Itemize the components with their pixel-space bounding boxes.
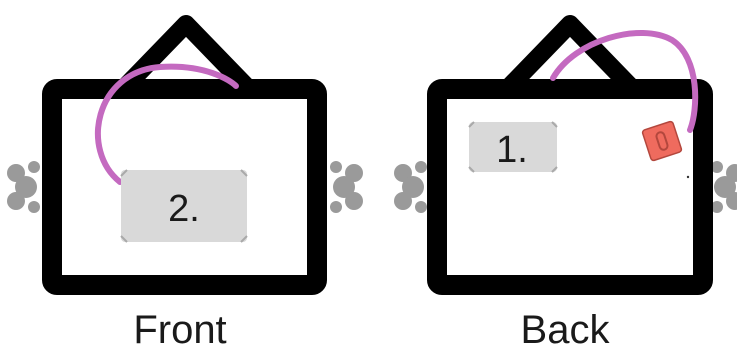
front-wire bbox=[94, 63, 239, 185]
back-frame bbox=[427, 79, 713, 295]
front-tag: 2. bbox=[120, 169, 248, 243]
back-panel: 1. Back bbox=[394, 15, 737, 347]
back-dot bbox=[686, 175, 690, 179]
back-clip-icon bbox=[641, 120, 683, 162]
back-tag: 1. bbox=[468, 121, 558, 173]
front-tag-number: 2. bbox=[168, 188, 200, 230]
front-panel: 2. Front bbox=[7, 15, 363, 347]
back-hanger bbox=[499, 15, 641, 97]
back-tag-number: 1. bbox=[496, 129, 528, 171]
back-right-ornament-icon bbox=[711, 161, 737, 213]
back-left-ornament-icon bbox=[394, 161, 427, 213]
back-wire bbox=[550, 30, 699, 133]
front-left-ornament-icon bbox=[7, 161, 40, 213]
front-right-ornament-icon bbox=[330, 161, 363, 213]
back-caption: Back bbox=[521, 308, 611, 347]
front-caption: Front bbox=[133, 308, 226, 347]
